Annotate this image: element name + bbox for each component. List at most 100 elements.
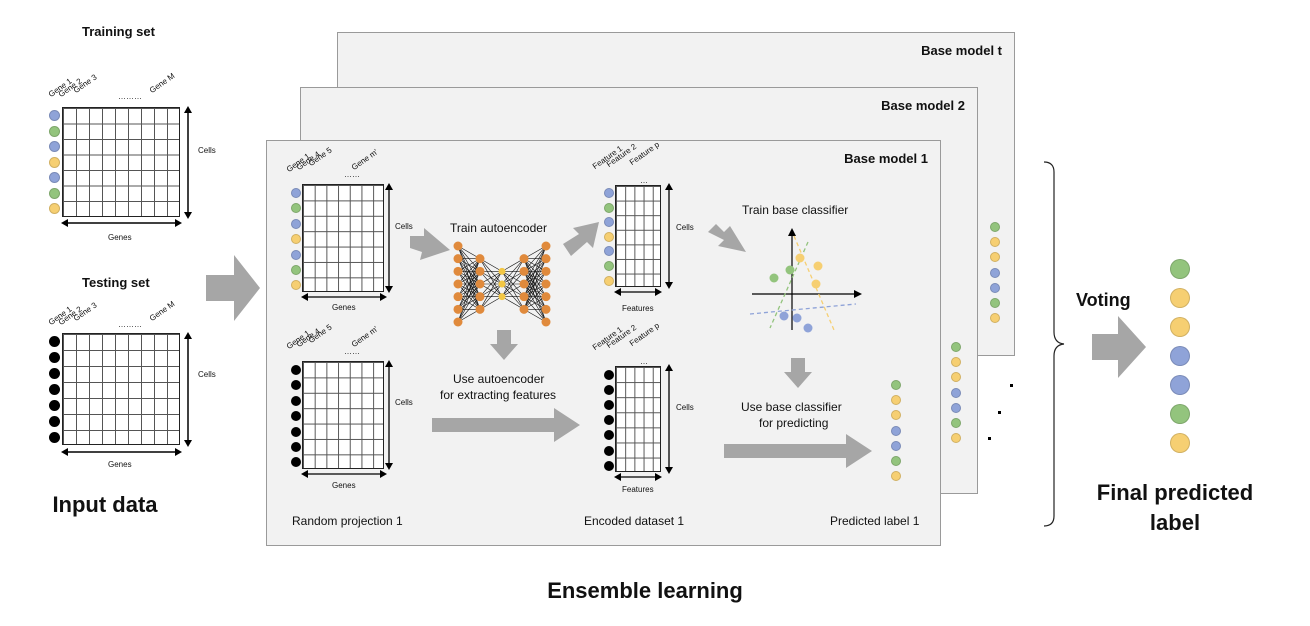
rp-train-matrix [302,184,384,292]
autoencoder-node [475,266,485,276]
label-dot [604,430,614,441]
label-dot [291,442,301,452]
base-model-t-title: Base model t [921,43,1002,58]
label-dot [951,433,961,444]
encoded-train-matrix [615,185,661,287]
label-dot [951,402,961,413]
testing-set-title: Testing set [82,275,150,290]
label-dot [291,380,301,391]
autoencoder-node [519,304,529,314]
label-dot [951,387,961,398]
autoencoder-node [519,292,529,302]
ensemble-learning-caption: Ensemble learning [547,578,743,603]
rp-test-genes-arrow [301,470,387,478]
label-dot [291,203,301,214]
use-autoencoder-line2: for extracting features [440,388,557,402]
training-matrix [62,107,180,217]
label-dot [291,365,301,375]
autoencoder-node [541,317,551,327]
training-genes-label: Genes [108,233,132,242]
autoencoder-node [475,292,485,302]
rp-gene-ellipsis: …… [344,170,360,179]
label-dot [49,187,60,199]
label-dot [951,372,961,383]
autoencoder-node [519,279,529,289]
label-dot [604,415,614,426]
ellipsis-dot-1 [1010,384,1013,387]
autoencoder-network [453,241,551,327]
rp-test-cells-arrow [385,360,393,470]
label-dot [990,237,1000,248]
label-dot [291,426,301,437]
label-dot [49,384,60,395]
label-dot [291,188,301,198]
label-dot [291,457,301,468]
classifier-scatter [749,228,862,333]
enc-test-features-arrow [614,473,662,481]
autoencoder-node [519,266,529,276]
ensemble-bracket [1043,161,1065,527]
label-dot [604,385,614,396]
label-dot [990,282,1000,293]
label-dot [49,172,60,183]
label-dot [604,261,614,271]
label-dot [951,418,961,428]
predicted-label-caption: Predicted label 1 [830,514,920,528]
training-set-title: Training set [82,24,155,39]
train-autoencoder-label: Train autoencoder [450,221,547,235]
label-dot [49,416,60,427]
autoencoder-node [453,279,463,289]
label-dot [604,275,614,286]
autoencoder-node [498,280,506,288]
enc-test-cells-label: Cells [676,403,694,412]
train-gene-label-3: Gene 3 [71,72,99,95]
label-dot [49,352,60,363]
label-dot [891,410,901,421]
encoded-dataset-caption: Encoded dataset 1 [584,514,685,528]
autoencoder-node [453,266,463,276]
label-dot [1170,346,1190,366]
label-dot [291,265,301,275]
use-classifier-line2: for predicting [759,416,829,430]
label-dot [1170,259,1190,279]
label-dot [291,234,301,245]
base-model-t-label: Base model t [921,43,1002,58]
rp-train-genes-label: Genes [332,303,356,312]
testing-genes-label: Genes [108,460,132,469]
label-dot [604,370,614,380]
label-dot [604,445,614,456]
autoencoder-node [541,279,551,289]
final-predicted-line2: label [1149,510,1201,535]
testing-genes-arrow [61,448,182,456]
rp-test-matrix [302,361,384,469]
testing-matrix [62,333,180,445]
autoencoder-node [453,241,463,251]
enc-test-cells-arrow [665,364,673,474]
rp-test-gene-ellipsis: …… [344,347,360,356]
label-dot [49,110,60,121]
autoencoder-node [498,293,506,301]
autoencoder-node [453,254,463,264]
label-dot [49,400,60,411]
test-gene-label-3: Gene 3 [71,300,99,323]
autoencoder-node [475,254,485,264]
base-model-1-title: Base model 1 [844,151,928,166]
label-dot [990,298,1000,308]
autoencoder-node [453,292,463,302]
ellipsis-dot-2 [998,411,1001,414]
label-dot [49,125,60,137]
label-dot [604,246,614,257]
label-dot [291,249,301,260]
autoencoder-node [519,254,529,264]
label-dot [990,267,1000,278]
ellipsis-dot-3 [988,437,991,440]
training-cells-arrow [184,106,192,219]
rp-train-genes-arrow [301,293,387,301]
label-dot [891,456,901,466]
autoencoder-node [453,317,463,327]
autoencoder-down-arrow [490,330,518,360]
test-feature-ellipsis: … [640,357,648,366]
label-dot [291,411,301,422]
use-autoencoder-line1: Use autoencoder [453,372,545,386]
autoencoder-node [475,304,485,314]
